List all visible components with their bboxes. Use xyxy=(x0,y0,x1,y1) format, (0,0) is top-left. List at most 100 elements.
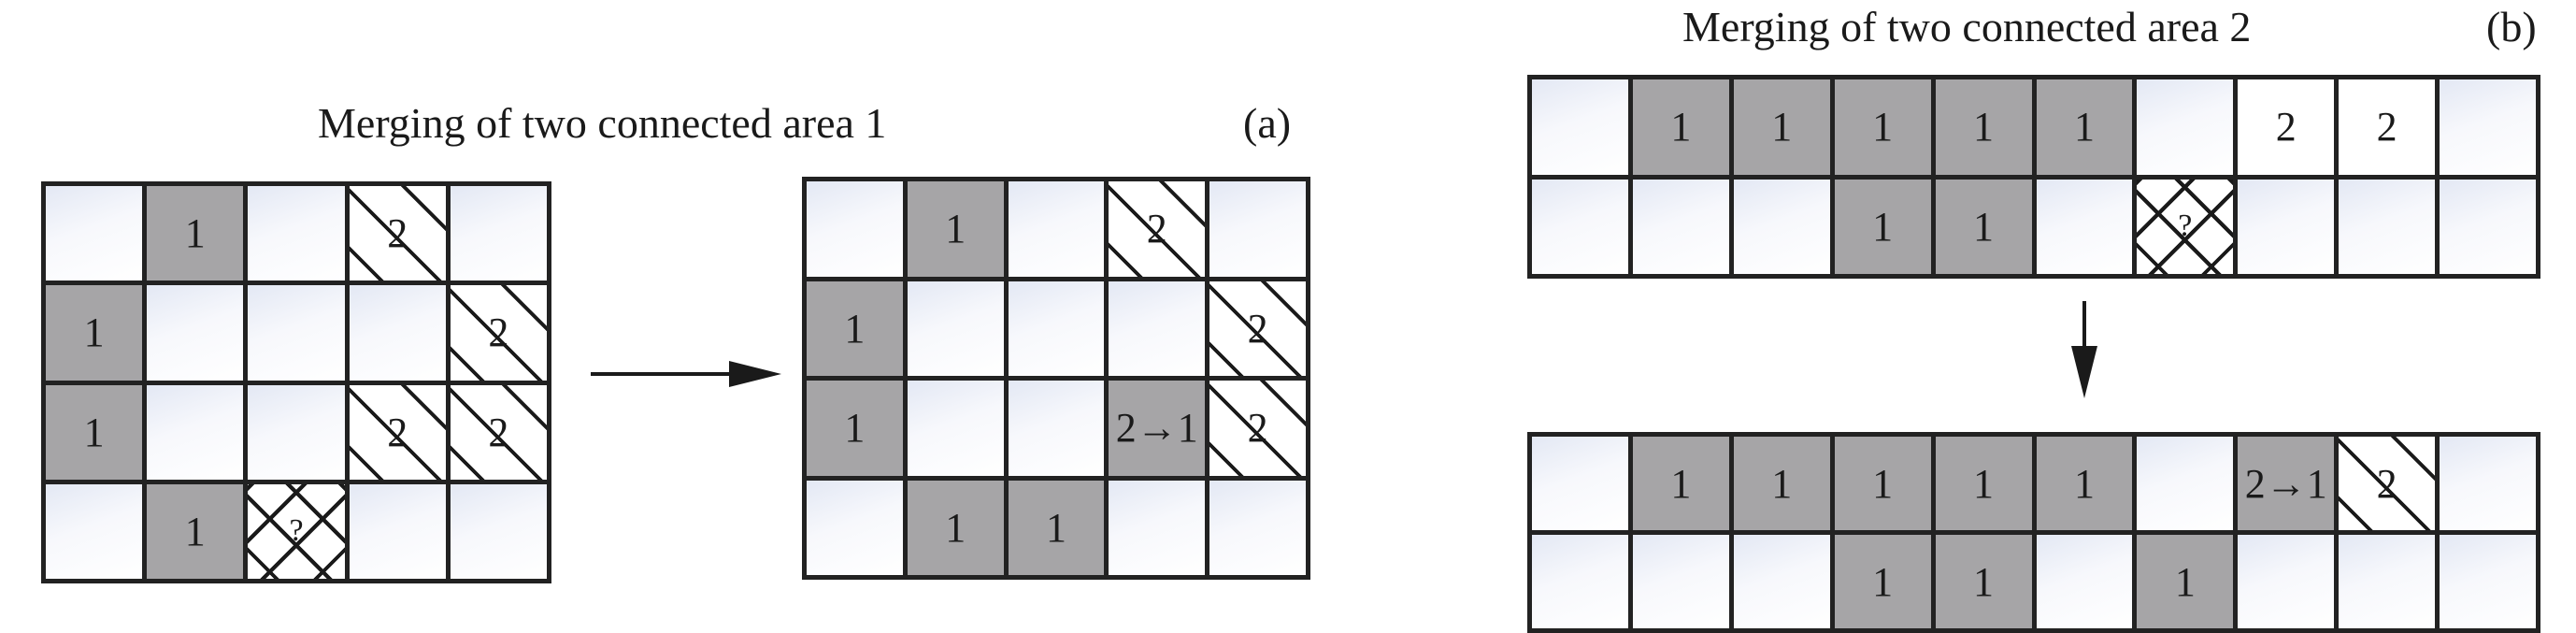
cell-label: 1 xyxy=(1771,460,1793,507)
panel-a-label: (a) xyxy=(1243,99,1292,147)
cell-label: 2→1 xyxy=(1115,405,1198,452)
right-arrow-icon xyxy=(591,361,781,387)
grid-cell-hatch: 2 xyxy=(1209,281,1306,376)
grid-cell-empty xyxy=(1008,281,1105,376)
grid-cell-empty xyxy=(1209,480,1306,575)
grid-cell-empty xyxy=(1109,281,1206,376)
cell-label: 1 xyxy=(184,210,206,257)
grid-cell-empty xyxy=(2238,179,2335,274)
cell-label: 1 xyxy=(2073,104,2095,151)
grid-cell-empty xyxy=(1733,179,1830,274)
grid-cell-empty xyxy=(147,285,244,381)
grid-cell-empty xyxy=(1008,181,1105,277)
grid-cell-gray: 1 xyxy=(147,186,244,281)
grid-cell-gray: 1 xyxy=(1834,179,1931,274)
grid-cell-empty xyxy=(2440,79,2536,175)
grid-cell-empty xyxy=(2440,437,2536,530)
grid-cell-empty xyxy=(2440,535,2536,628)
panel-b-title: Merging of two connected area 2 xyxy=(1682,3,2252,50)
grid-cell-empty xyxy=(807,480,903,575)
grid-cell-empty xyxy=(1632,535,1729,628)
grid-cell-empty xyxy=(1733,535,1830,628)
grid-cell-gray: 1 xyxy=(147,483,244,579)
grid-cell-empty xyxy=(907,381,1004,476)
grid-cell-gray: 2→1 xyxy=(1109,381,1206,476)
grid-cell-empty xyxy=(2137,79,2234,175)
grid-cell-gray: 1 xyxy=(807,381,903,476)
grid-cell-gray: 1 xyxy=(1935,179,2032,274)
grid-cell-hatch: 2 xyxy=(2339,437,2436,530)
grid-cell-empty xyxy=(450,483,547,579)
grid-cell-empty xyxy=(2339,535,2436,628)
grid-cell-gray: 1 xyxy=(1935,437,2032,530)
grid-cell-gray: 1 xyxy=(46,384,143,480)
grid-cell-hatch: 2 xyxy=(349,186,446,281)
grid-cell-gray: 1 xyxy=(1935,79,2032,175)
cell-label: 2 xyxy=(2376,104,2397,151)
cell-label: 1 xyxy=(1973,558,1995,605)
cell-label: 1 xyxy=(945,504,966,551)
grid-cell-gray: 1 xyxy=(1834,437,1931,530)
grid-cell-empty xyxy=(1109,480,1206,575)
grid-cell-empty xyxy=(907,281,1004,376)
grid-cell-hatch: 2 xyxy=(450,285,547,381)
cell-label: 2 xyxy=(488,309,509,356)
grid-cell-gray: 1 xyxy=(2036,79,2133,175)
grid-cell-empty xyxy=(1532,437,1628,530)
cell-label: 2 xyxy=(2275,104,2297,151)
cell-label: 1 xyxy=(184,508,206,554)
cell-label: 1 xyxy=(945,206,966,252)
grid-cell-gray: 1 xyxy=(1733,79,1830,175)
cell-label: 1 xyxy=(1872,558,1894,605)
grid-cell-gray: 1 xyxy=(46,285,143,381)
cell-label: 1 xyxy=(1670,460,1692,507)
cell-label: 1 xyxy=(1973,460,1995,507)
cell-label: 2 xyxy=(387,409,408,455)
grid-cell-gray: 1 xyxy=(1935,535,2032,628)
grid-cell-gray: 1 xyxy=(2137,535,2234,628)
cell-label: 2→1 xyxy=(2244,460,2327,507)
grid-cell-hatch: 2 xyxy=(450,384,547,480)
grid-cell-empty xyxy=(1532,79,1628,175)
cell-label: 1 xyxy=(844,305,866,352)
grid-cell-gray: 1 xyxy=(807,281,903,376)
cell-label: 1 xyxy=(1872,203,1894,250)
grid-cell-empty xyxy=(248,285,345,381)
cell-label: 1 xyxy=(1872,104,1894,151)
grid-cell-gray: 2→1 xyxy=(2238,437,2335,530)
grid-cell-empty xyxy=(1209,181,1306,277)
cell-label: 1 xyxy=(2073,460,2095,507)
cell-label: 2 xyxy=(1247,405,1268,452)
grid-cell-empty xyxy=(2440,179,2536,274)
grid-cell-cross: ? xyxy=(2137,179,2234,274)
cell-label: ? xyxy=(289,513,304,549)
grid-cell-hatch: 2 xyxy=(1209,381,1306,476)
grid-cell-hatch: 2 xyxy=(349,384,446,480)
cell-label: 1 xyxy=(83,409,105,455)
cell-label: 1 xyxy=(83,309,105,356)
grid-cell-empty xyxy=(807,181,903,277)
grid-cell-empty xyxy=(450,186,547,281)
grid-cell-gray: 1 xyxy=(2036,437,2133,530)
cell-label: 2 xyxy=(488,409,509,455)
grid-cell-gray: 1 xyxy=(1733,437,1830,530)
down-arrow-icon xyxy=(2071,301,2097,398)
grid-cell-empty xyxy=(1632,179,1729,274)
grid-cell-gray: 1 xyxy=(907,181,1004,277)
cell-label: 1 xyxy=(1872,460,1894,507)
cell-label: 1 xyxy=(1045,504,1066,551)
grid-cell-empty xyxy=(1532,179,1628,274)
panel-b-label: (b) xyxy=(2486,3,2537,50)
cell-label: 1 xyxy=(1670,104,1692,151)
grid-cell-empty xyxy=(349,483,446,579)
grid-cell-empty xyxy=(1008,381,1105,476)
grid-cell-plain: 2 xyxy=(2339,79,2436,175)
cell-label: 2 xyxy=(1247,305,1268,352)
grid-cell-gray: 1 xyxy=(1008,480,1105,575)
grid-cell-gray: 1 xyxy=(1834,535,1931,628)
grid-cell-empty xyxy=(2238,535,2335,628)
